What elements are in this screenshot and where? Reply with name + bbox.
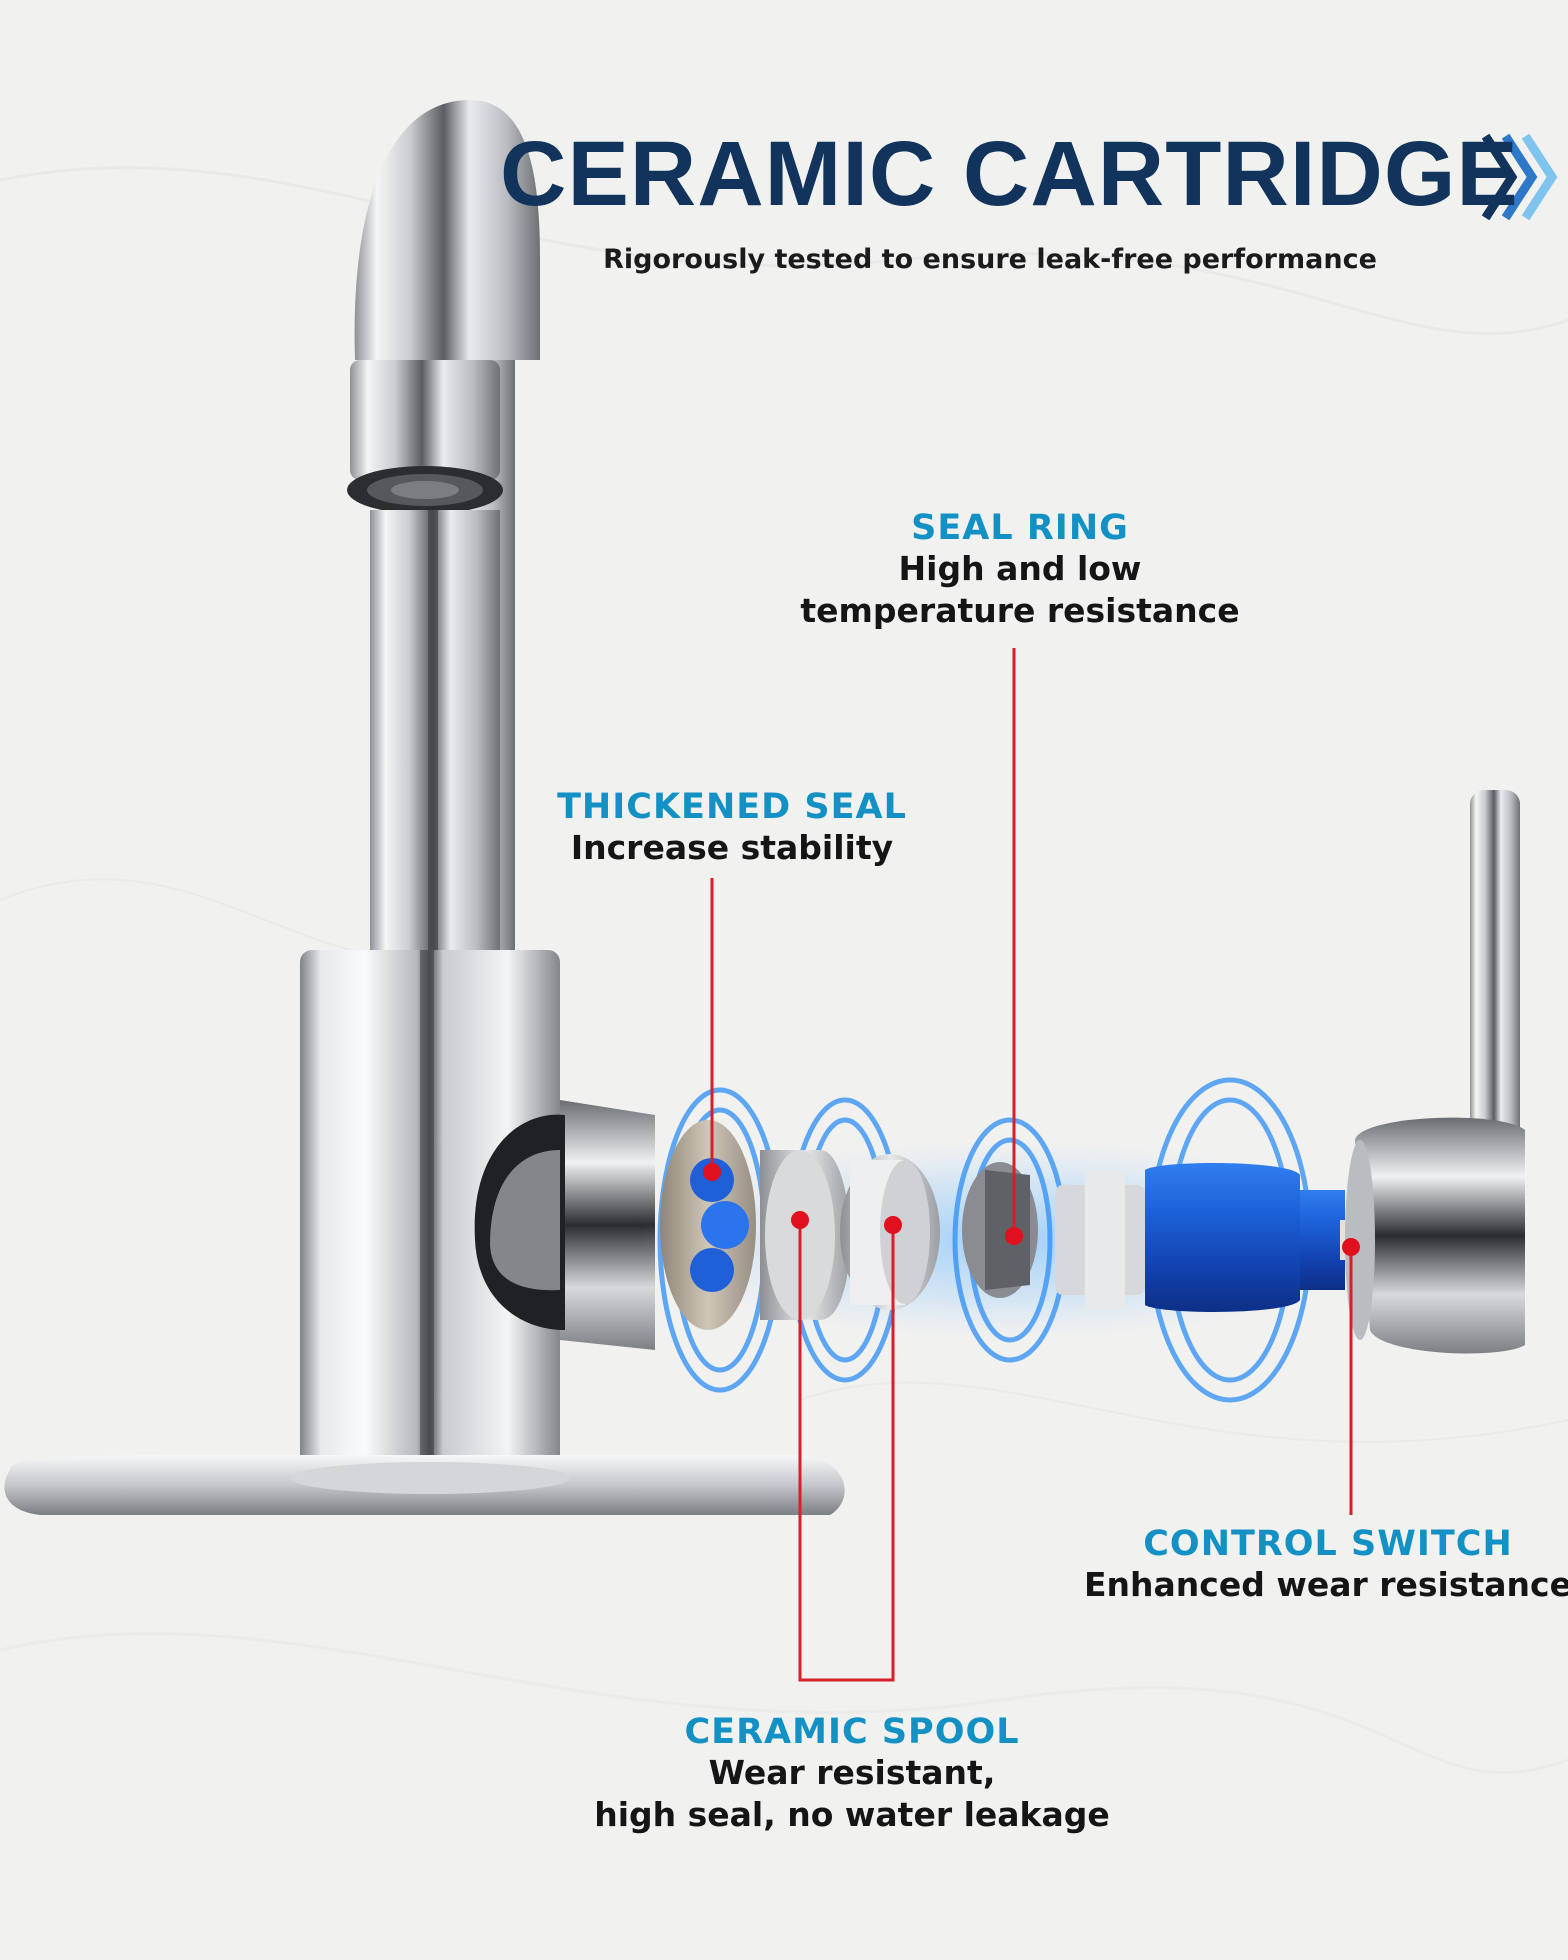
callout-description: Increase stability (570, 828, 894, 867)
callout-heading: THICKENED SEAL (557, 787, 907, 827)
page-title: CERAMIC CARTRIDGE (500, 123, 1519, 225)
control-switch-dot (1342, 1238, 1360, 1256)
triple-chevron-right-icon (1481, 133, 1558, 221)
ceramic-spool-dot (884, 1216, 902, 1234)
callout-heading: CERAMIC SPOOL (684, 1712, 1020, 1752)
callout-description: Wear resistant, (708, 1753, 996, 1792)
callout-description: High and low (898, 549, 1142, 588)
faucet-spout (347, 100, 540, 981)
seal-ring-part (962, 1162, 1038, 1298)
callout-heading: CONTROL SWITCH (1143, 1524, 1513, 1564)
faucet-body (300, 950, 655, 1490)
callout-lines (710, 648, 1353, 1682)
ceramic-disc-dot (791, 1211, 809, 1229)
thickened-seal-dot (703, 1163, 721, 1181)
callout-control-switch: CONTROL SWITCH Enhanced wear resistance (1068, 1524, 1568, 1606)
ceramic-spool-leader (798, 1220, 895, 1682)
callout-dots (703, 1163, 1360, 1256)
callout-ceramic-spool: CERAMIC SPOOL Wear resistant, high seal,… (592, 1712, 1112, 1836)
callout-description: high seal, no water leakage (594, 1795, 1110, 1834)
seal-ring-dot (1005, 1227, 1023, 1245)
callout-description: Enhanced wear resistance (1084, 1565, 1568, 1604)
ceramic-disc-part (760, 1150, 850, 1320)
callout-seal-ring: SEAL RING High and low temperature resis… (790, 508, 1250, 632)
callout-heading: SEAL RING (911, 508, 1129, 548)
page-subtitle: Rigorously tested to ensure leak-free pe… (603, 244, 1377, 275)
callout-description: temperature resistance (800, 591, 1240, 630)
marble-background (0, 166, 1568, 1774)
cartridge-stem-part (1055, 1170, 1145, 1310)
thickened-seal-part (660, 1120, 756, 1330)
deck-plate (4, 1455, 845, 1515)
faucet-handle (1345, 790, 1525, 1354)
callout-thickened-seal: THICKENED SEAL Increase stability (532, 787, 932, 869)
